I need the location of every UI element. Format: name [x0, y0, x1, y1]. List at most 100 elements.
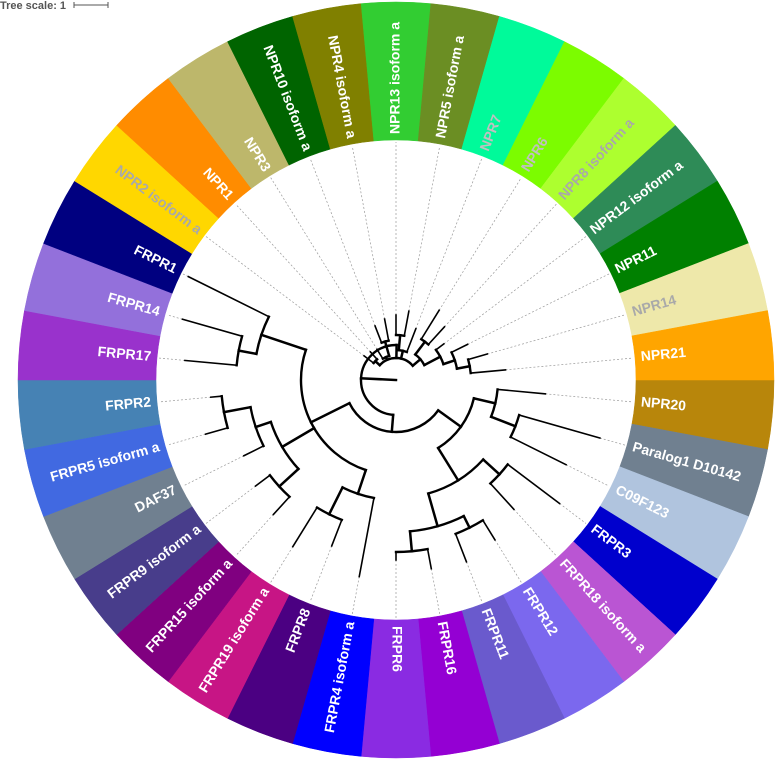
tree-branch-27: [426, 548, 433, 570]
tree-branch-43: [254, 474, 272, 488]
tree-branch-11: [518, 414, 601, 440]
leaf-guide-17: [158, 357, 185, 361]
tree-branch-1: [359, 343, 398, 417]
leaf-guide-11: [270, 546, 294, 583]
leaf-guide-21: [235, 203, 371, 353]
leaf-label-npr21: NPR21: [640, 344, 687, 364]
tree-branch-13: [436, 446, 460, 483]
tree-branch-87: [441, 358, 457, 366]
tree-branch-83: [427, 325, 446, 346]
tree-branch-56: [181, 318, 244, 338]
tree-branch-31: [356, 468, 368, 496]
tree-branch-35: [315, 505, 344, 522]
tree-branch-12: [509, 435, 568, 466]
tree-branch-86: [434, 342, 446, 351]
tree-branch-67: [383, 339, 391, 358]
tree-branch-17: [506, 463, 561, 505]
tree-branch-21: [462, 514, 472, 530]
tree-branch-59: [378, 356, 415, 368]
tree-branch-8: [496, 388, 547, 395]
leaf-guide-7: [430, 568, 441, 615]
tree-branch-45: [249, 405, 266, 448]
tree-branch-20: [408, 514, 466, 533]
leaf-color-ring: [17, 1, 775, 759]
leaf-guide-31: [467, 273, 610, 345]
leaf-guide-13: [205, 485, 256, 524]
leaf-guide-28: [438, 177, 522, 311]
leaf-guide-4: [513, 509, 557, 557]
tree-branch-93: [469, 368, 507, 374]
tree-branch-34: [327, 485, 345, 516]
tree-branch-50: [209, 395, 223, 399]
leaf-label-frpr17: FRPR17: [97, 343, 152, 364]
tree-branch-36: [330, 518, 343, 548]
ring-segment-npr21: [631, 310, 775, 381]
tree-branch-44: [254, 420, 273, 429]
tree-branch-84: [422, 354, 442, 367]
tree-branch-69: [374, 324, 383, 344]
tree-branch-74: [394, 333, 406, 338]
leaf-guide-1: [599, 437, 626, 446]
leaf-label-npr20: NPR20: [640, 393, 687, 413]
leaf-guide-26: [408, 145, 441, 312]
tree-branch-62: [362, 354, 375, 365]
tree-branch-39: [269, 420, 301, 471]
tree-branch-76: [403, 310, 410, 337]
leaf-guide-9: [351, 576, 360, 615]
tree-branch-73: [397, 333, 402, 352]
tree-branch-57: [187, 275, 270, 318]
tree-branch-46: [242, 444, 265, 457]
tree-branch-22: [454, 518, 485, 536]
tree-branch-66: [375, 348, 384, 360]
tree-branch-25: [408, 529, 414, 553]
tree-branch-24: [454, 532, 468, 563]
tree-scale-label: Tree scale: 1: [0, 0, 66, 12]
tree-branch-14: [426, 457, 485, 495]
leaf-guide-32: [487, 314, 626, 355]
tree-branch-77: [405, 327, 417, 354]
tree-branch-38: [280, 426, 316, 449]
leaf-guide-22: [270, 177, 378, 350]
tree-branch-47: [222, 405, 252, 414]
leaf-guide-27: [415, 157, 483, 329]
leaf-guide-10: [309, 545, 333, 603]
tree-branch-70: [383, 318, 390, 342]
tree-branch-78: [410, 357, 423, 368]
tree-branches: [181, 275, 601, 578]
tree-branch-5: [436, 396, 476, 450]
leaf-guide-2: [565, 464, 610, 487]
tree-branch-18: [489, 482, 516, 511]
leaf-guide-15: [166, 433, 206, 446]
leaf-guide-24: [351, 145, 385, 320]
tree-branch-2: [390, 413, 395, 434]
leaf-label-frpr2: FRPR2: [104, 393, 151, 413]
leaf-guide-6: [466, 561, 483, 603]
leaf-label-frpr6: FRPR6: [389, 626, 405, 672]
tree-branch-33: [358, 497, 375, 578]
leaf-guide-23: [309, 157, 376, 327]
tree-branch-82: [420, 309, 441, 341]
tree-branch-19: [426, 491, 440, 528]
tree-scale: Tree scale: 1: [0, 0, 109, 12]
tree-branch-92: [467, 353, 489, 361]
leaf-guide-30: [443, 236, 587, 345]
tree-branch-4: [436, 408, 463, 429]
leaf-label-npr13-isoform-a: NPR13 isoform a: [387, 22, 403, 134]
leaf-guide-20: [205, 236, 365, 357]
leaf-guide-3: [559, 503, 587, 524]
tree-branch-89: [450, 343, 469, 354]
leaf-guide-33: [505, 357, 634, 371]
tree-branch-0: [359, 376, 398, 382]
tree-branch-80: [413, 339, 427, 357]
tree-branch-51: [259, 333, 308, 352]
leaf-guide-12: [235, 514, 274, 557]
leaf-guide-18: [166, 314, 183, 320]
tree-branch-9: [489, 415, 517, 428]
tree-branch-23: [481, 519, 497, 541]
tree-scale-bar: [73, 2, 109, 8]
tree-branch-90: [455, 364, 472, 371]
tree-branch-68: [379, 339, 391, 345]
tree-branch-37: [291, 506, 319, 548]
leaf-guide-0: [545, 393, 634, 403]
